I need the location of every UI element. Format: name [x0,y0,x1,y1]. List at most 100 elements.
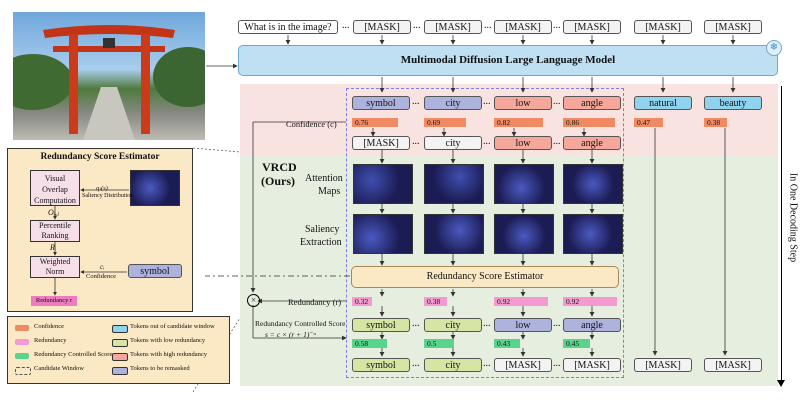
decoded-token-low: low [494,96,552,110]
legend-swatch-remask [112,367,128,375]
mask-token: [MASK] [563,20,621,34]
confidence-bar: 0.82 [494,118,543,127]
score-bar: 0.43 [494,339,520,348]
attention-label: Attention [305,173,343,184]
final-mask-token: [MASK] [704,358,762,372]
ellipsis: ... [412,318,420,329]
legend-label: Confidence [34,323,64,330]
extraction-label: Extraction [300,237,342,248]
mask-token: [MASK] [353,20,411,34]
mask-token: [MASK] [634,20,692,34]
legend-swatch-out-window [112,325,128,333]
mask-token: [MASK] [352,136,410,150]
candidate-window [346,88,624,378]
saliency-map [494,214,554,254]
final-token-city: city [424,358,482,372]
confidence-small-label: Confidence [86,273,116,280]
legend-swatch-candidate-window [15,367,31,375]
score-bar: 0.58 [352,339,387,348]
ellipsis: ... [483,318,491,329]
redundancy-bar: 0.92 [563,297,617,306]
decoded-token-symbol: symbol [352,96,410,110]
ellipsis: ... [553,318,561,329]
attention-map [563,164,623,204]
ellipsis: ... [412,358,420,369]
rse-block: Redundancy Score Estimator [351,266,619,288]
legend-label: Tokens out of candidate window [130,323,215,330]
attention-map [424,164,484,204]
redundancy-label: Redundancy (r) [288,297,342,307]
q-label: qⱼ(s) [96,185,108,192]
snowflake-icon: ❄ [766,40,782,56]
saliency-map [353,214,413,254]
ellipsis: ... [553,20,561,31]
final-mask-token: [MASK] [634,358,692,372]
confidence-bar: 0.47 [634,118,663,127]
torii-gate-photo [13,12,205,140]
mask-token: [MASK] [424,20,482,34]
score-bar: 0.45 [563,339,590,348]
arrow-head [777,380,785,387]
ellipsis: ... [342,20,350,31]
legend-label: Redundancy [34,337,67,344]
confidence-bar: 0.76 [352,118,398,127]
legend-label: Tokens to be remasked [130,365,190,372]
row2-token-low: low [494,136,552,150]
redundancy-bar: 0.32 [352,297,372,306]
confidence-label: Confidence (c) [286,119,337,129]
final-mask-token: [MASK] [494,358,552,372]
ellipsis: ... [483,358,491,369]
legend-label: Redundancy Controlled Score [34,351,113,358]
rcs-label: Redundancy Controlled Score [255,319,346,328]
one-step-label: In One Decoding Step [787,172,799,263]
final-token-symbol: symbol [352,358,410,372]
mask-token: [MASK] [494,20,552,34]
attention-map [494,164,554,204]
ellipsis: ... [412,96,420,107]
visual-overlap-box: Visual Overlap Computation [30,170,80,206]
ellipsis: ... [553,136,561,147]
c-i-label: cᵢ [100,263,105,271]
confidence-bar: 0.38 [704,118,727,127]
r-i-label: Rᵢ [50,243,57,252]
redundancy-output: Redundancy r [31,296,77,306]
estimator-title: Redundancy Score Estimator [40,152,160,162]
redundancy-bar: 0.92 [494,297,548,306]
decoded-token-city: city [424,96,482,110]
confidence-bar: 0.86 [563,118,615,127]
row2-token-angle: angle [563,136,621,150]
ellipsis: ... [413,20,421,31]
legend-swatch-redundancy [15,339,29,345]
score-token-angle: angle [563,318,621,332]
o-ij-label: Oᵢ,ⱼ [48,208,60,217]
attention-map [353,164,413,204]
score-bar: 0.5 [424,339,454,348]
ellipsis: ... [483,136,491,147]
score-token-city: city [424,318,482,332]
saliency-map [424,214,484,254]
ellipsis: ... [553,358,561,369]
ellipsis: ... [553,96,561,107]
final-mask-token: [MASK] [563,358,621,372]
score-token-symbol: symbol [352,318,410,332]
confidence-bar: 0.69 [424,118,466,127]
saliency-label: Saliency [305,224,340,235]
vrcd-title: VRCD [262,160,297,174]
legend-label: Tokens with low redundancy [130,337,206,344]
percentile-box: Percentile Ranking [30,220,80,242]
prompt-token: What is in the image? [238,20,338,34]
legend-label: Tokens with high redundancy [130,351,207,358]
one-step-arrow [781,86,782,384]
mllm-block: Multimodal Diffusion Large Language Mode… [238,45,778,76]
vrcd-subtitle: (Ours) [261,174,295,188]
row2-token-city: city [424,136,482,150]
estimator-symbol-token: symbol [128,264,182,278]
saliency-map [563,214,623,254]
score-token-low: low [494,318,552,332]
decoded-token-natural: natural [634,96,692,110]
decoded-token-beauty: beauty [704,96,762,110]
multiply-icon: × [247,294,260,307]
ellipsis: ... [412,136,420,147]
mask-token: [MASK] [704,20,762,34]
saliency-distribution-label: Saliency Distribution [82,193,134,199]
